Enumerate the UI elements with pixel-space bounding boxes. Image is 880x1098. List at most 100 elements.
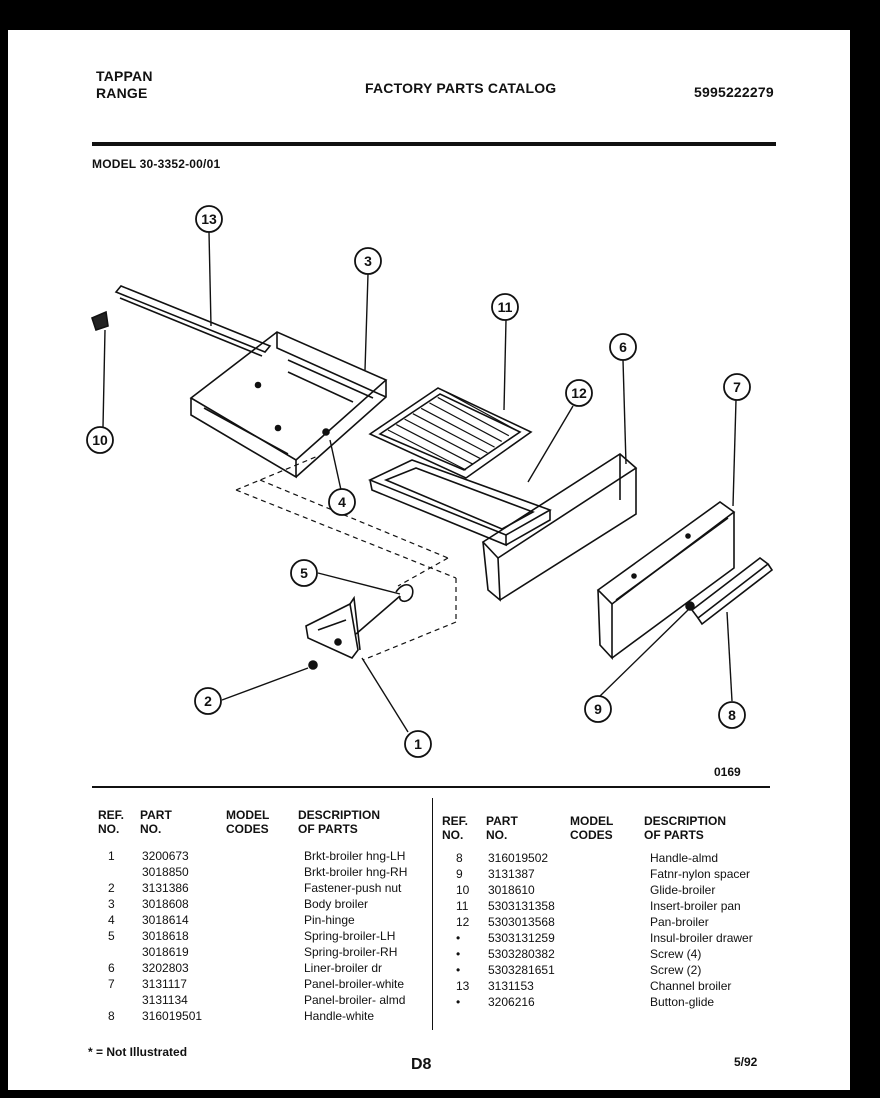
nylon-spacer bbox=[685, 601, 695, 611]
ref-number: 7 bbox=[108, 977, 115, 991]
callout-circle bbox=[354, 247, 382, 275]
ref-number: 8 bbox=[456, 851, 463, 865]
ref-number: 8 bbox=[108, 1009, 115, 1023]
broiler-channel bbox=[114, 285, 272, 357]
part-description: Liner-broiler dr bbox=[304, 961, 383, 975]
part-description: Spring-broiler-RH bbox=[304, 945, 398, 959]
callout-number: 1 bbox=[414, 736, 422, 752]
callout-number: 7 bbox=[733, 379, 741, 395]
page-title: FACTORY PARTS CATALOG bbox=[365, 80, 557, 96]
part-description: Screw (2) bbox=[650, 963, 702, 977]
part-number: 3200673 bbox=[142, 849, 189, 863]
part-number: 3131386 bbox=[142, 881, 189, 895]
part-number: 3202803 bbox=[142, 961, 189, 975]
figure-code: 0169 bbox=[714, 765, 741, 779]
callout-circle bbox=[718, 701, 746, 729]
grill-slat bbox=[437, 396, 510, 437]
part-description: Brkt-broiler hng-RH bbox=[304, 865, 408, 879]
broiler-body bbox=[189, 331, 388, 479]
callout-number: 6 bbox=[619, 339, 627, 355]
table-divider bbox=[432, 798, 433, 1030]
grill-slat bbox=[429, 402, 502, 442]
callout-circle bbox=[194, 687, 222, 715]
part-description: Spring-broiler-LH bbox=[304, 929, 396, 943]
callout-circle bbox=[584, 695, 612, 723]
revision-date: 5/92 bbox=[734, 1055, 758, 1069]
broiler-door-handle bbox=[690, 556, 774, 626]
catalog-page: TAPPAN RANGE FACTORY PARTS CATALOG 59952… bbox=[8, 30, 850, 1090]
callout-number: 8 bbox=[728, 707, 736, 723]
ref-number: 12 bbox=[456, 915, 470, 929]
table-top-rule bbox=[92, 786, 770, 788]
ref-number: • bbox=[456, 995, 461, 1009]
callout-circle bbox=[565, 379, 593, 407]
part-number: 3018610 bbox=[488, 883, 535, 897]
part-number: 5303280382 bbox=[488, 947, 555, 961]
callout-number: 9 bbox=[594, 701, 602, 717]
part-number: 3018614 bbox=[142, 913, 189, 927]
part-number: 3131387 bbox=[488, 867, 535, 881]
part-number: 3131153 bbox=[488, 979, 534, 993]
part-number: 5303131358 bbox=[488, 899, 555, 913]
not-illustrated-note: * = Not Illustrated bbox=[88, 1045, 188, 1059]
hinge-pin bbox=[322, 428, 330, 436]
part-description: Screw (4) bbox=[650, 947, 702, 961]
broiler-pan bbox=[368, 459, 552, 547]
part-description: Body broiler bbox=[304, 897, 369, 911]
callout-number: 10 bbox=[92, 432, 108, 448]
part-description: Pin-hinge bbox=[304, 913, 355, 927]
part-description: Handle-almd bbox=[650, 851, 719, 865]
part-description: Glide-broiler bbox=[650, 883, 716, 897]
leader-lines bbox=[102, 231, 737, 733]
part-description: Fatnr-nylon spacer bbox=[650, 867, 751, 881]
brand-name: TAPPAN bbox=[96, 68, 153, 84]
assembly-guide bbox=[235, 455, 457, 661]
callout-circle bbox=[86, 426, 114, 454]
grill-slat bbox=[412, 413, 488, 454]
part-description: Pan-broiler bbox=[650, 915, 709, 929]
part-number: 316019502 bbox=[488, 851, 549, 865]
description-header: DESCRIPTION OF PARTS bbox=[298, 808, 381, 836]
callout-circle bbox=[290, 559, 318, 587]
part-description: Brkt-broiler hng-LH bbox=[304, 849, 406, 863]
part-description: Panel-broiler- almd bbox=[304, 993, 406, 1007]
part-description: Handle-white bbox=[304, 1009, 375, 1023]
ref-number: • bbox=[456, 931, 461, 945]
ref-number: 2 bbox=[108, 881, 115, 895]
broiler-pan-insert bbox=[368, 387, 533, 479]
part-number: 3018618 bbox=[142, 929, 189, 943]
parts-table-left: REF. NO. PART NO. MODEL CODES DESCRIPTIO… bbox=[98, 808, 428, 1038]
callout-circle bbox=[723, 373, 751, 401]
ref-number: 1 bbox=[108, 849, 115, 863]
part-description: Insul-broiler drawer bbox=[650, 931, 753, 945]
ref-number: 5 bbox=[108, 929, 115, 943]
ref-number: 13 bbox=[456, 979, 470, 993]
part-number: 3131134 bbox=[142, 993, 188, 1007]
part-number: 5303013568 bbox=[488, 915, 555, 929]
callout-circle bbox=[404, 730, 432, 758]
part-number: 3131117 bbox=[142, 977, 187, 991]
part-description: Button-glide bbox=[650, 995, 715, 1009]
ref-number: 10 bbox=[456, 883, 470, 897]
ref-number: • bbox=[456, 947, 461, 961]
ref-number: • bbox=[456, 963, 461, 977]
broiler-spring bbox=[355, 584, 414, 635]
broiler-hinge-bracket bbox=[305, 595, 361, 659]
broiler-door-liner bbox=[481, 453, 638, 602]
grill-slat bbox=[387, 429, 467, 471]
part-no-header: PART NO. bbox=[140, 808, 172, 836]
callout-number: 2 bbox=[204, 693, 212, 709]
grill-slat bbox=[445, 391, 517, 431]
brand-block: TAPPAN RANGE bbox=[96, 68, 153, 102]
part-description: Fastener-push nut bbox=[304, 881, 402, 895]
part-number: 3018608 bbox=[142, 897, 189, 911]
model-number: MODEL 30-3352-00/01 bbox=[92, 157, 221, 171]
part-number: 3206216 bbox=[488, 995, 535, 1009]
callout-circle bbox=[491, 293, 519, 321]
part-number: 5303281651 bbox=[488, 963, 555, 977]
grill-slat bbox=[396, 424, 474, 465]
ref-no-header: REF. NO. bbox=[442, 814, 469, 842]
part-description: Insert-broiler pan bbox=[650, 899, 741, 913]
description-header: DESCRIPTION OF PARTS bbox=[644, 814, 727, 842]
ref-number: 4 bbox=[108, 913, 115, 927]
